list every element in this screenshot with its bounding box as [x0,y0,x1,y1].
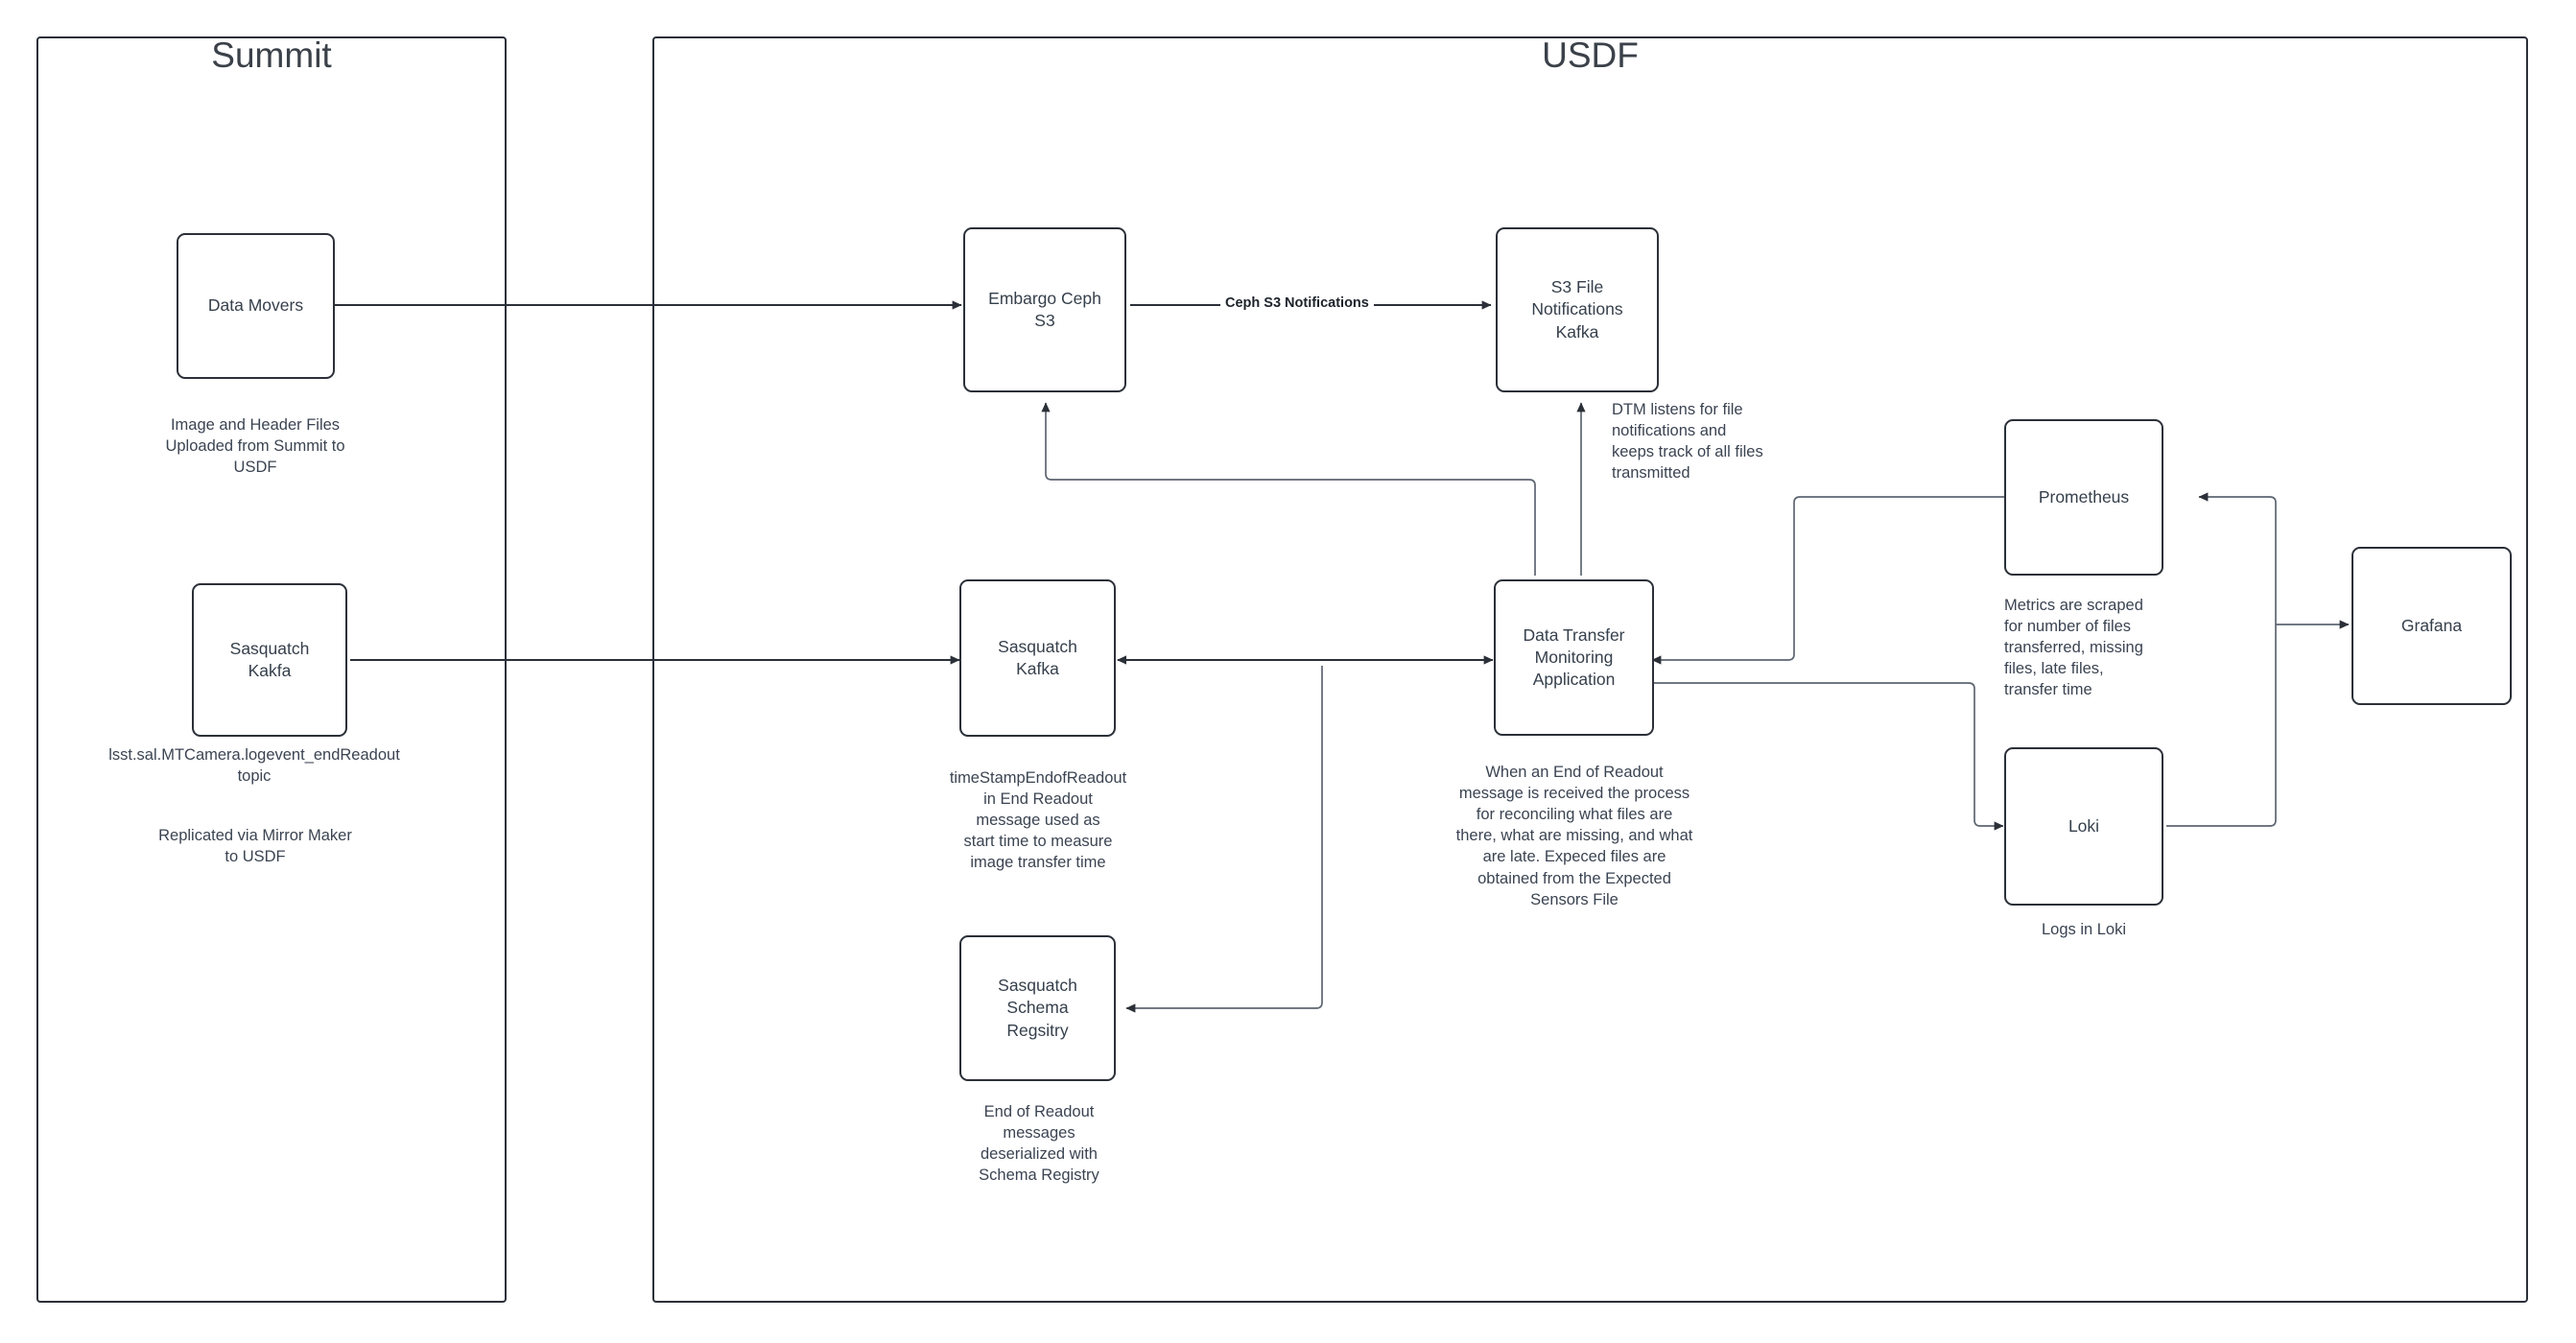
edge-label-ceph-s3-notifications: Ceph S3 Notifications [1220,295,1374,312]
edge-dtm-to-loki [1652,682,2004,831]
edge-prometheus-to-dtm [1651,496,2007,665]
node-data-movers-label: Data Movers [207,295,304,316]
edge-loki-to-prometheus [2166,492,2277,827]
zone-usdf [652,36,2528,1303]
node-prometheus-label: Prometheus [2038,486,2130,507]
node-loki[interactable]: Loki [2004,747,2163,906]
node-grafana[interactable]: Grafana [2351,547,2512,705]
node-grafana-label: Grafana [2400,615,2463,635]
node-data-movers[interactable]: Data Movers [177,233,335,379]
zone-summit-title: Summit [211,35,332,75]
edge-dtm-to-schema-registry [1125,666,1323,1013]
edge-dtm-to-embargo [1041,402,1536,576]
node-prometheus[interactable]: Prometheus [2004,419,2163,576]
zone-summit [36,36,507,1303]
zone-usdf-title: USDF [1542,35,1639,75]
node-loki-label: Loki [2068,815,2100,836]
note-loki: Logs in Loki [2041,921,2127,938]
